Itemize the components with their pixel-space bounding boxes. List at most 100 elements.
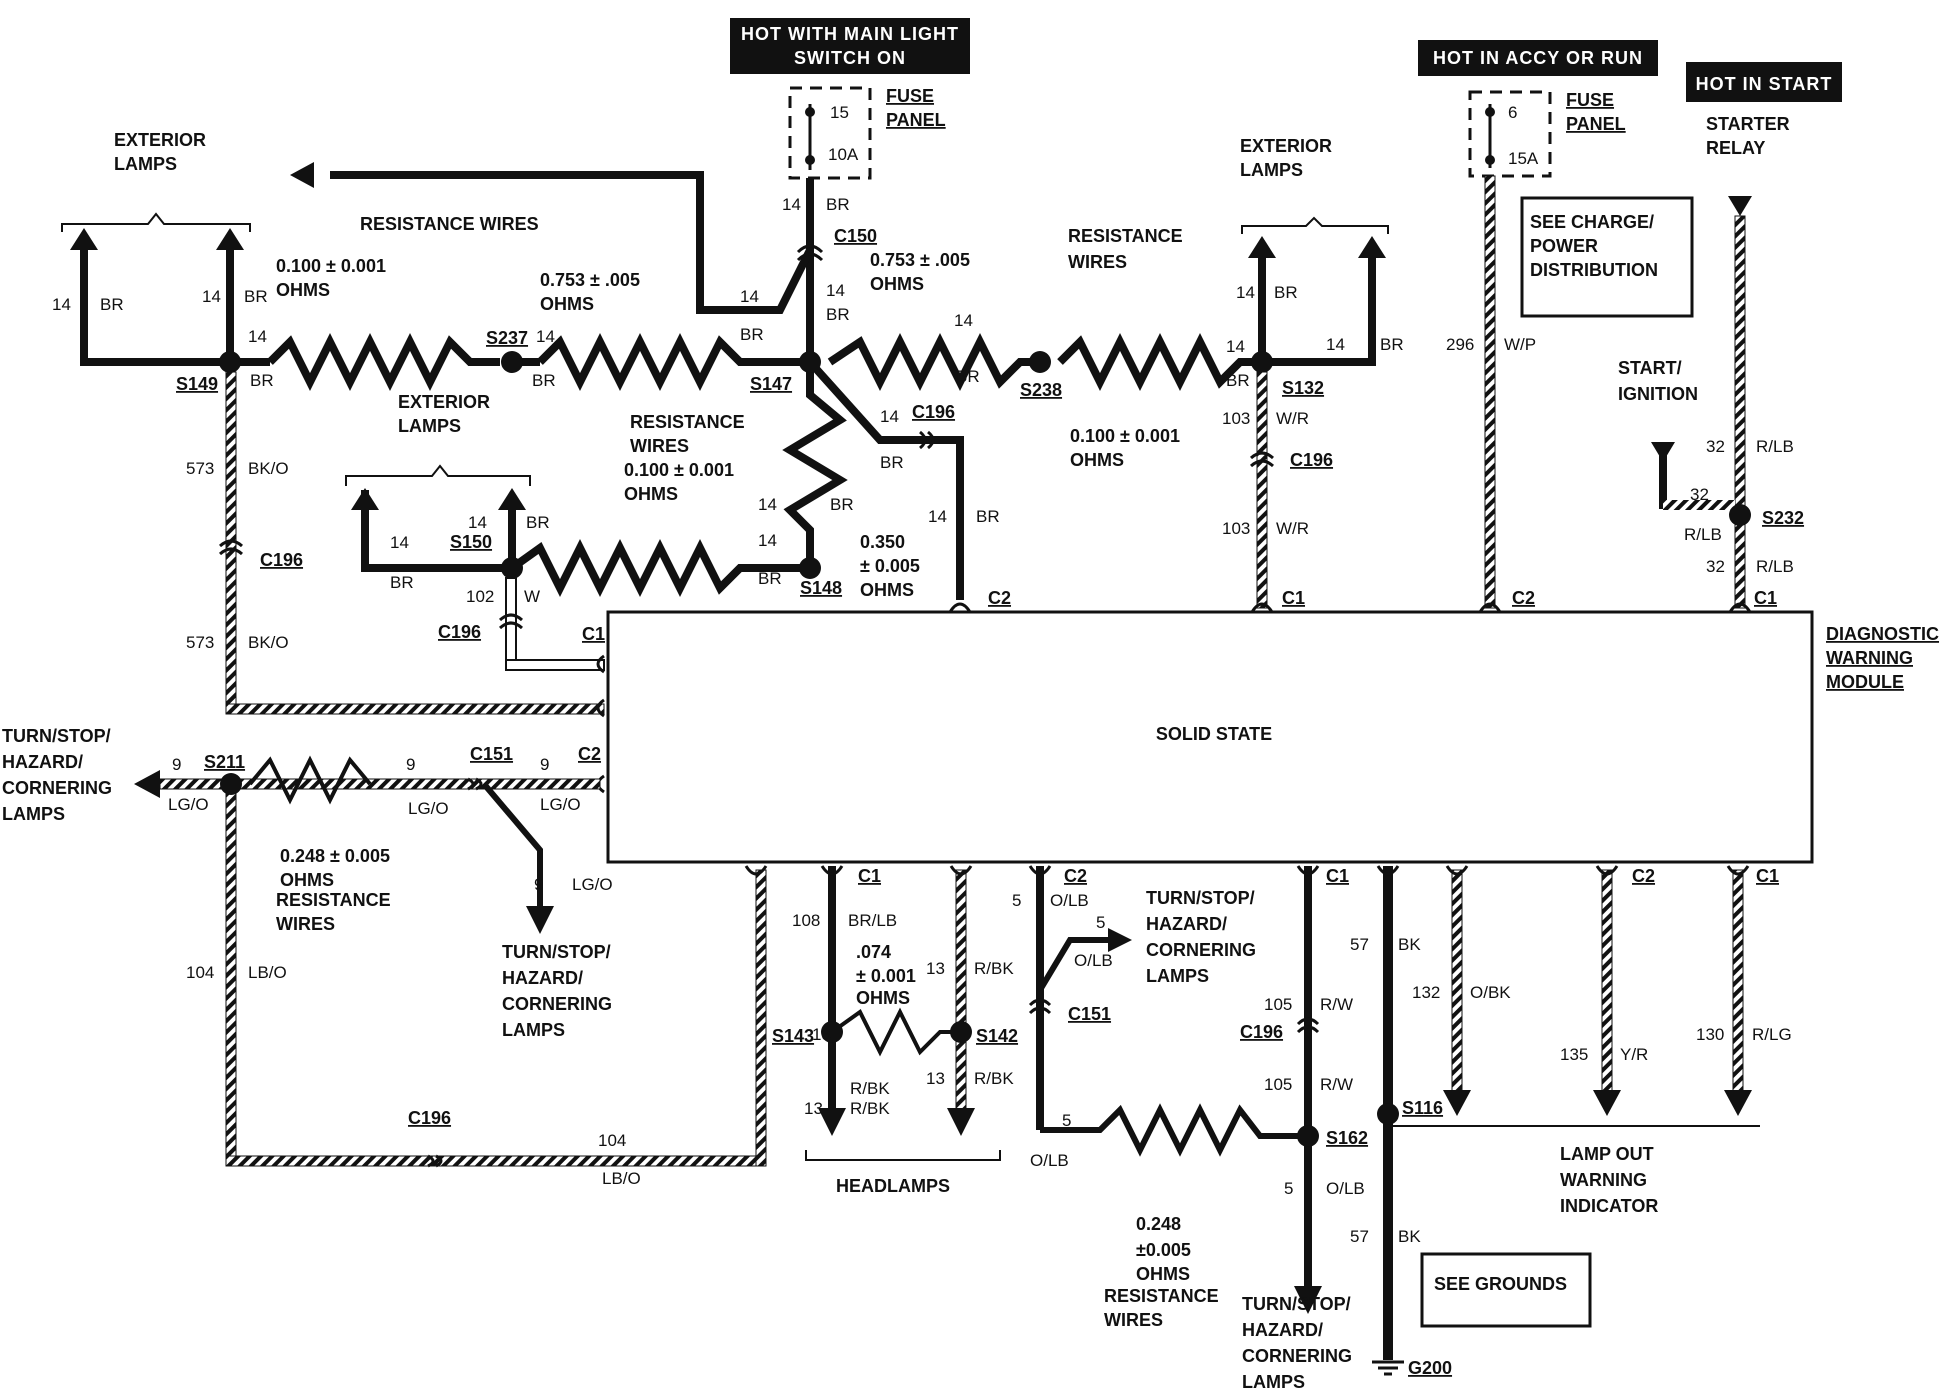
svg-text:S162: S162 bbox=[1326, 1128, 1368, 1148]
svg-text:LAMPS: LAMPS bbox=[114, 154, 177, 174]
svg-text:.074: .074 bbox=[856, 942, 891, 962]
svg-text:FUSE: FUSE bbox=[1566, 90, 1614, 110]
svg-text:13: 13 bbox=[812, 1025, 831, 1044]
svg-text:15: 15 bbox=[830, 103, 849, 122]
svg-text:S143: S143 bbox=[772, 1026, 814, 1046]
svg-text:130: 130 bbox=[1696, 1025, 1724, 1044]
svg-text:0.100 ± 0.001: 0.100 ± 0.001 bbox=[276, 256, 386, 276]
svg-text:BR: BR bbox=[526, 513, 550, 532]
svg-text:EXTERIOR: EXTERIOR bbox=[1240, 136, 1332, 156]
svg-text:14: 14 bbox=[1226, 337, 1245, 356]
svg-text:PANEL: PANEL bbox=[1566, 114, 1626, 134]
svg-text:BR: BR bbox=[1380, 335, 1404, 354]
connector-c150 bbox=[796, 244, 824, 262]
svg-text:TURN/STOP/: TURN/STOP/ bbox=[1242, 1294, 1351, 1314]
svg-text:O/LB: O/LB bbox=[1074, 951, 1113, 970]
svg-text:BK: BK bbox=[1398, 935, 1421, 954]
svg-text:WIRES: WIRES bbox=[276, 914, 335, 934]
svg-text:S232: S232 bbox=[1762, 508, 1804, 528]
svg-text:BR: BR bbox=[1274, 283, 1298, 302]
svg-text:S116: S116 bbox=[1402, 1098, 1443, 1118]
svg-text:HOT IN START: HOT IN START bbox=[1696, 74, 1833, 94]
svg-text:0.350: 0.350 bbox=[860, 532, 905, 552]
svg-text:14: 14 bbox=[536, 327, 555, 346]
svg-text:14: 14 bbox=[468, 513, 487, 532]
svg-text:C2: C2 bbox=[1632, 866, 1655, 886]
svg-text:57: 57 bbox=[1350, 935, 1369, 954]
svg-text:W/R: W/R bbox=[1276, 519, 1309, 538]
svg-text:BR: BR bbox=[532, 371, 556, 390]
svg-text:BR: BR bbox=[830, 495, 854, 514]
fuse-panel-right: 6 15A FUSE PANEL bbox=[1468, 90, 1626, 178]
svg-text:O/LB: O/LB bbox=[1326, 1179, 1365, 1198]
svg-text:W: W bbox=[524, 587, 540, 606]
svg-text:BR/LB: BR/LB bbox=[848, 911, 897, 930]
svg-text:R/BK: R/BK bbox=[850, 1099, 890, 1118]
svg-text:C1: C1 bbox=[1756, 866, 1779, 886]
header-box-start: HOT IN START bbox=[1686, 62, 1842, 102]
svg-text:C151: C151 bbox=[1068, 1004, 1111, 1024]
svg-text:WIRES: WIRES bbox=[1068, 252, 1127, 272]
svg-text:C2: C2 bbox=[578, 744, 601, 764]
svg-text:0.753 ± .005: 0.753 ± .005 bbox=[540, 270, 640, 290]
svg-text:14: 14 bbox=[954, 311, 973, 330]
svg-text:HAZARD/: HAZARD/ bbox=[1146, 914, 1227, 934]
svg-text:SEE GROUNDS: SEE GROUNDS bbox=[1434, 1274, 1567, 1294]
see-charge-box: SEE CHARGE/ POWER DISTRIBUTION bbox=[1520, 196, 1694, 318]
svg-text:RESISTANCE: RESISTANCE bbox=[630, 412, 745, 432]
svg-text:SOLID STATE: SOLID STATE bbox=[1156, 724, 1272, 744]
svg-text:108: 108 bbox=[792, 911, 820, 930]
svg-text:LAMPS: LAMPS bbox=[502, 1020, 565, 1040]
svg-text:13: 13 bbox=[926, 1069, 945, 1088]
svg-text:WIRES: WIRES bbox=[630, 436, 689, 456]
svg-text:MODULE: MODULE bbox=[1826, 672, 1904, 692]
svg-text:R/BK: R/BK bbox=[974, 1069, 1014, 1088]
svg-text:C151: C151 bbox=[470, 744, 513, 764]
svg-text:HAZARD/: HAZARD/ bbox=[502, 968, 583, 988]
svg-text:± 0.005: ± 0.005 bbox=[860, 556, 920, 576]
svg-text:S150: S150 bbox=[450, 532, 492, 552]
svg-text:C2: C2 bbox=[1512, 588, 1535, 608]
svg-text:5: 5 bbox=[1012, 891, 1021, 910]
svg-text:10A: 10A bbox=[828, 145, 859, 164]
svg-text:13: 13 bbox=[804, 1099, 823, 1118]
svg-text:EXTERIOR: EXTERIOR bbox=[114, 130, 206, 150]
svg-text:296: 296 bbox=[1446, 335, 1474, 354]
svg-text:WIRES: WIRES bbox=[1104, 1310, 1163, 1330]
svg-text:O/LB: O/LB bbox=[1030, 1151, 1069, 1170]
svg-text:BR: BR bbox=[390, 573, 414, 592]
svg-text:R/LG: R/LG bbox=[1752, 1025, 1792, 1044]
svg-text:C1: C1 bbox=[1326, 866, 1349, 886]
svg-text:O/BK: O/BK bbox=[1470, 983, 1511, 1002]
svg-text:LAMPS: LAMPS bbox=[2, 804, 65, 824]
svg-text:S149: S149 bbox=[176, 374, 218, 394]
svg-text:S211: S211 bbox=[204, 752, 245, 772]
svg-text:14: 14 bbox=[880, 407, 899, 426]
svg-text:G200: G200 bbox=[1408, 1358, 1452, 1378]
svg-text:BK/O: BK/O bbox=[248, 459, 289, 478]
svg-text:14: 14 bbox=[758, 495, 777, 514]
svg-text:C196: C196 bbox=[260, 550, 303, 570]
svg-text:R/W: R/W bbox=[1320, 995, 1353, 1014]
svg-text:RESISTANCE WIRES: RESISTANCE WIRES bbox=[360, 214, 539, 234]
svg-text:INDICATOR: INDICATOR bbox=[1560, 1196, 1658, 1216]
svg-text:W/P: W/P bbox=[1504, 335, 1536, 354]
svg-text:BR: BR bbox=[1226, 371, 1250, 390]
svg-text:C196: C196 bbox=[912, 402, 955, 422]
svg-text:R/LB: R/LB bbox=[1756, 437, 1794, 456]
left-turn-wiring bbox=[134, 755, 767, 1167]
svg-text:W/R: W/R bbox=[1276, 409, 1309, 428]
svg-text:S237: S237 bbox=[486, 328, 528, 348]
brackets bbox=[61, 212, 1389, 486]
fuse-panel-left: 15 10A FUSE PANEL bbox=[788, 86, 946, 180]
svg-text:9: 9 bbox=[172, 755, 181, 774]
svg-text:14: 14 bbox=[740, 287, 759, 306]
svg-text:OHMS: OHMS bbox=[276, 280, 330, 300]
svg-text:HEADLAMPS: HEADLAMPS bbox=[836, 1176, 950, 1196]
svg-text:13: 13 bbox=[926, 959, 945, 978]
svg-text:HAZARD/: HAZARD/ bbox=[1242, 1320, 1323, 1340]
svg-text:HOT WITH MAIN LIGHT: HOT WITH MAIN LIGHT bbox=[741, 24, 959, 44]
svg-text:WARNING: WARNING bbox=[1560, 1170, 1647, 1190]
svg-text:RESISTANCE: RESISTANCE bbox=[1104, 1286, 1219, 1306]
